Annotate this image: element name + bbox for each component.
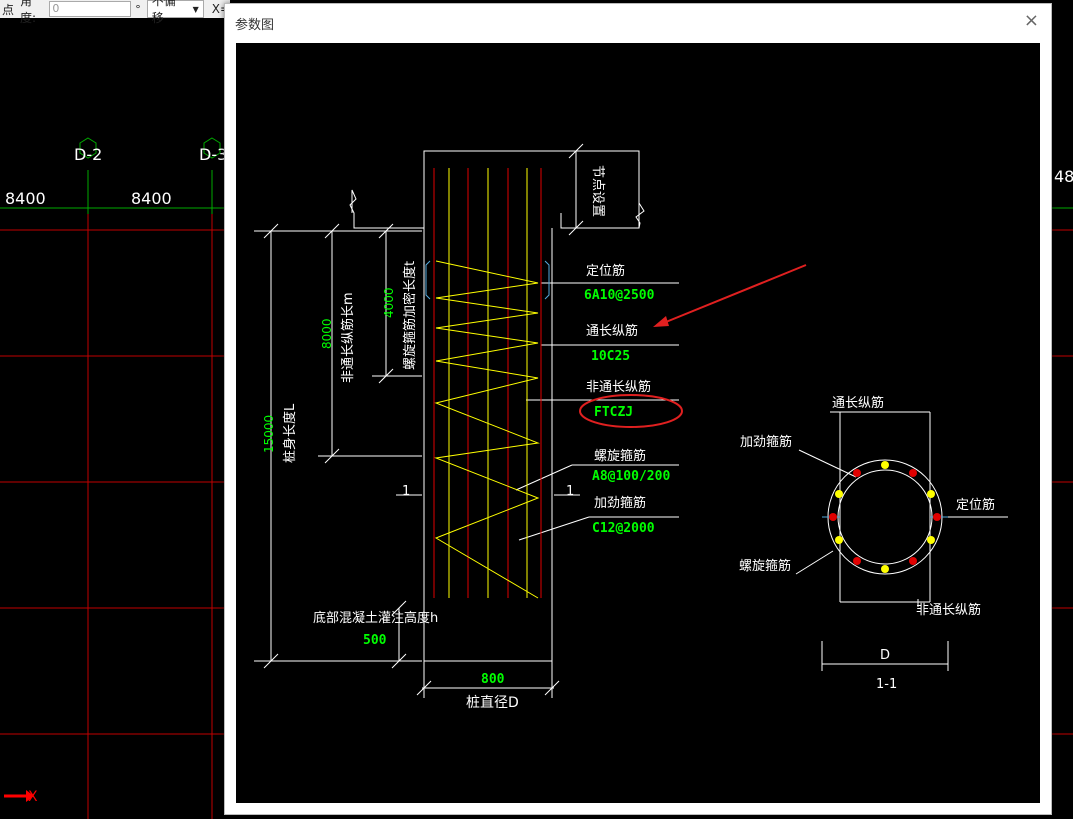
through-rebar-value: 10C25 [591,349,630,364]
dim-label: 8400 [5,189,46,208]
close-icon[interactable]: × [1023,10,1039,31]
section-mark-left: 1 [402,484,410,499]
diameter-label: 桩直径D [466,694,519,711]
stiffening-value: C12@2000 [592,521,655,536]
non-through-length-value: 8000 [320,318,334,349]
densify-length-label: 螺旋箍筋加密长度t [402,261,418,370]
axis-label: D-2 [74,145,102,164]
stiffening-label: 加劲箍筋 [594,495,646,511]
spiral-stirrup-label: 螺旋箍筋 [594,448,646,464]
dim-label: 48 [1054,167,1073,186]
positioning-rebar-label: 定位筋 [586,263,625,279]
drawing-svg: 节点设置 螺旋箍筋加密长度t 4000 非通长纵筋长m 8000 桩身长度L 1… [254,143,1008,711]
pile-length-label: 桩身长度L [282,403,298,463]
axis-label: D-3 [199,145,227,164]
section-stiffening-label: 加劲箍筋 [740,434,792,450]
toolbar: 点 角度: 0 ° 不偏移▼ X= [0,0,230,25]
parameter-drawing: 节点设置 螺旋箍筋加密长度t 4000 非通长纵筋长m 8000 桩身长度L 1… [236,43,1040,803]
section-spiral-label: 螺旋箍筋 [739,558,791,574]
chevron-down-icon: ▼ [192,4,199,14]
pile-length-value: 15000 [262,415,276,453]
point-label: 点 [2,2,15,17]
section-through-label: 通长纵筋 [832,395,884,411]
offset-select-value: 不偏移 [151,0,176,25]
parameter-dialog: 参数图 × [224,3,1052,815]
angle-label: 角度: [20,0,37,25]
degree-symbol: ° [135,2,141,16]
bottom-concrete-value: 500 [363,633,387,648]
positioning-rebar-value: 6A10@2500 [584,288,655,303]
densify-length-value: 4000 [382,287,396,318]
non-through-rebar-label: 非通长纵筋 [586,379,651,395]
dialog-title: 参数图 [235,18,275,33]
diameter-value: 800 [481,672,505,687]
offset-select[interactable]: 不偏移 ▼ [146,0,204,25]
through-rebar-label: 通长纵筋 [586,323,638,339]
node-setting-label: 节点设置 [590,165,605,217]
angle-input[interactable]: 0 [49,1,132,17]
non-through-length-label: 非通长纵筋长m [340,292,356,383]
spiral-stirrup-value: A8@100/200 [592,469,670,484]
section-name: 1-1 [876,677,897,692]
section-mark-right: 1 [566,484,574,499]
section-D-label: D [880,648,890,663]
dim-label: 8400 [131,189,172,208]
non-through-rebar-code: FTCZJ [594,405,633,420]
section-positioning-label: 定位筋 [956,497,995,513]
section-non-through-label: 非通长纵筋 [916,602,981,618]
x-axis-label: X [28,789,38,805]
bottom-concrete-label: 底部混凝土灌注高度h [313,610,438,626]
